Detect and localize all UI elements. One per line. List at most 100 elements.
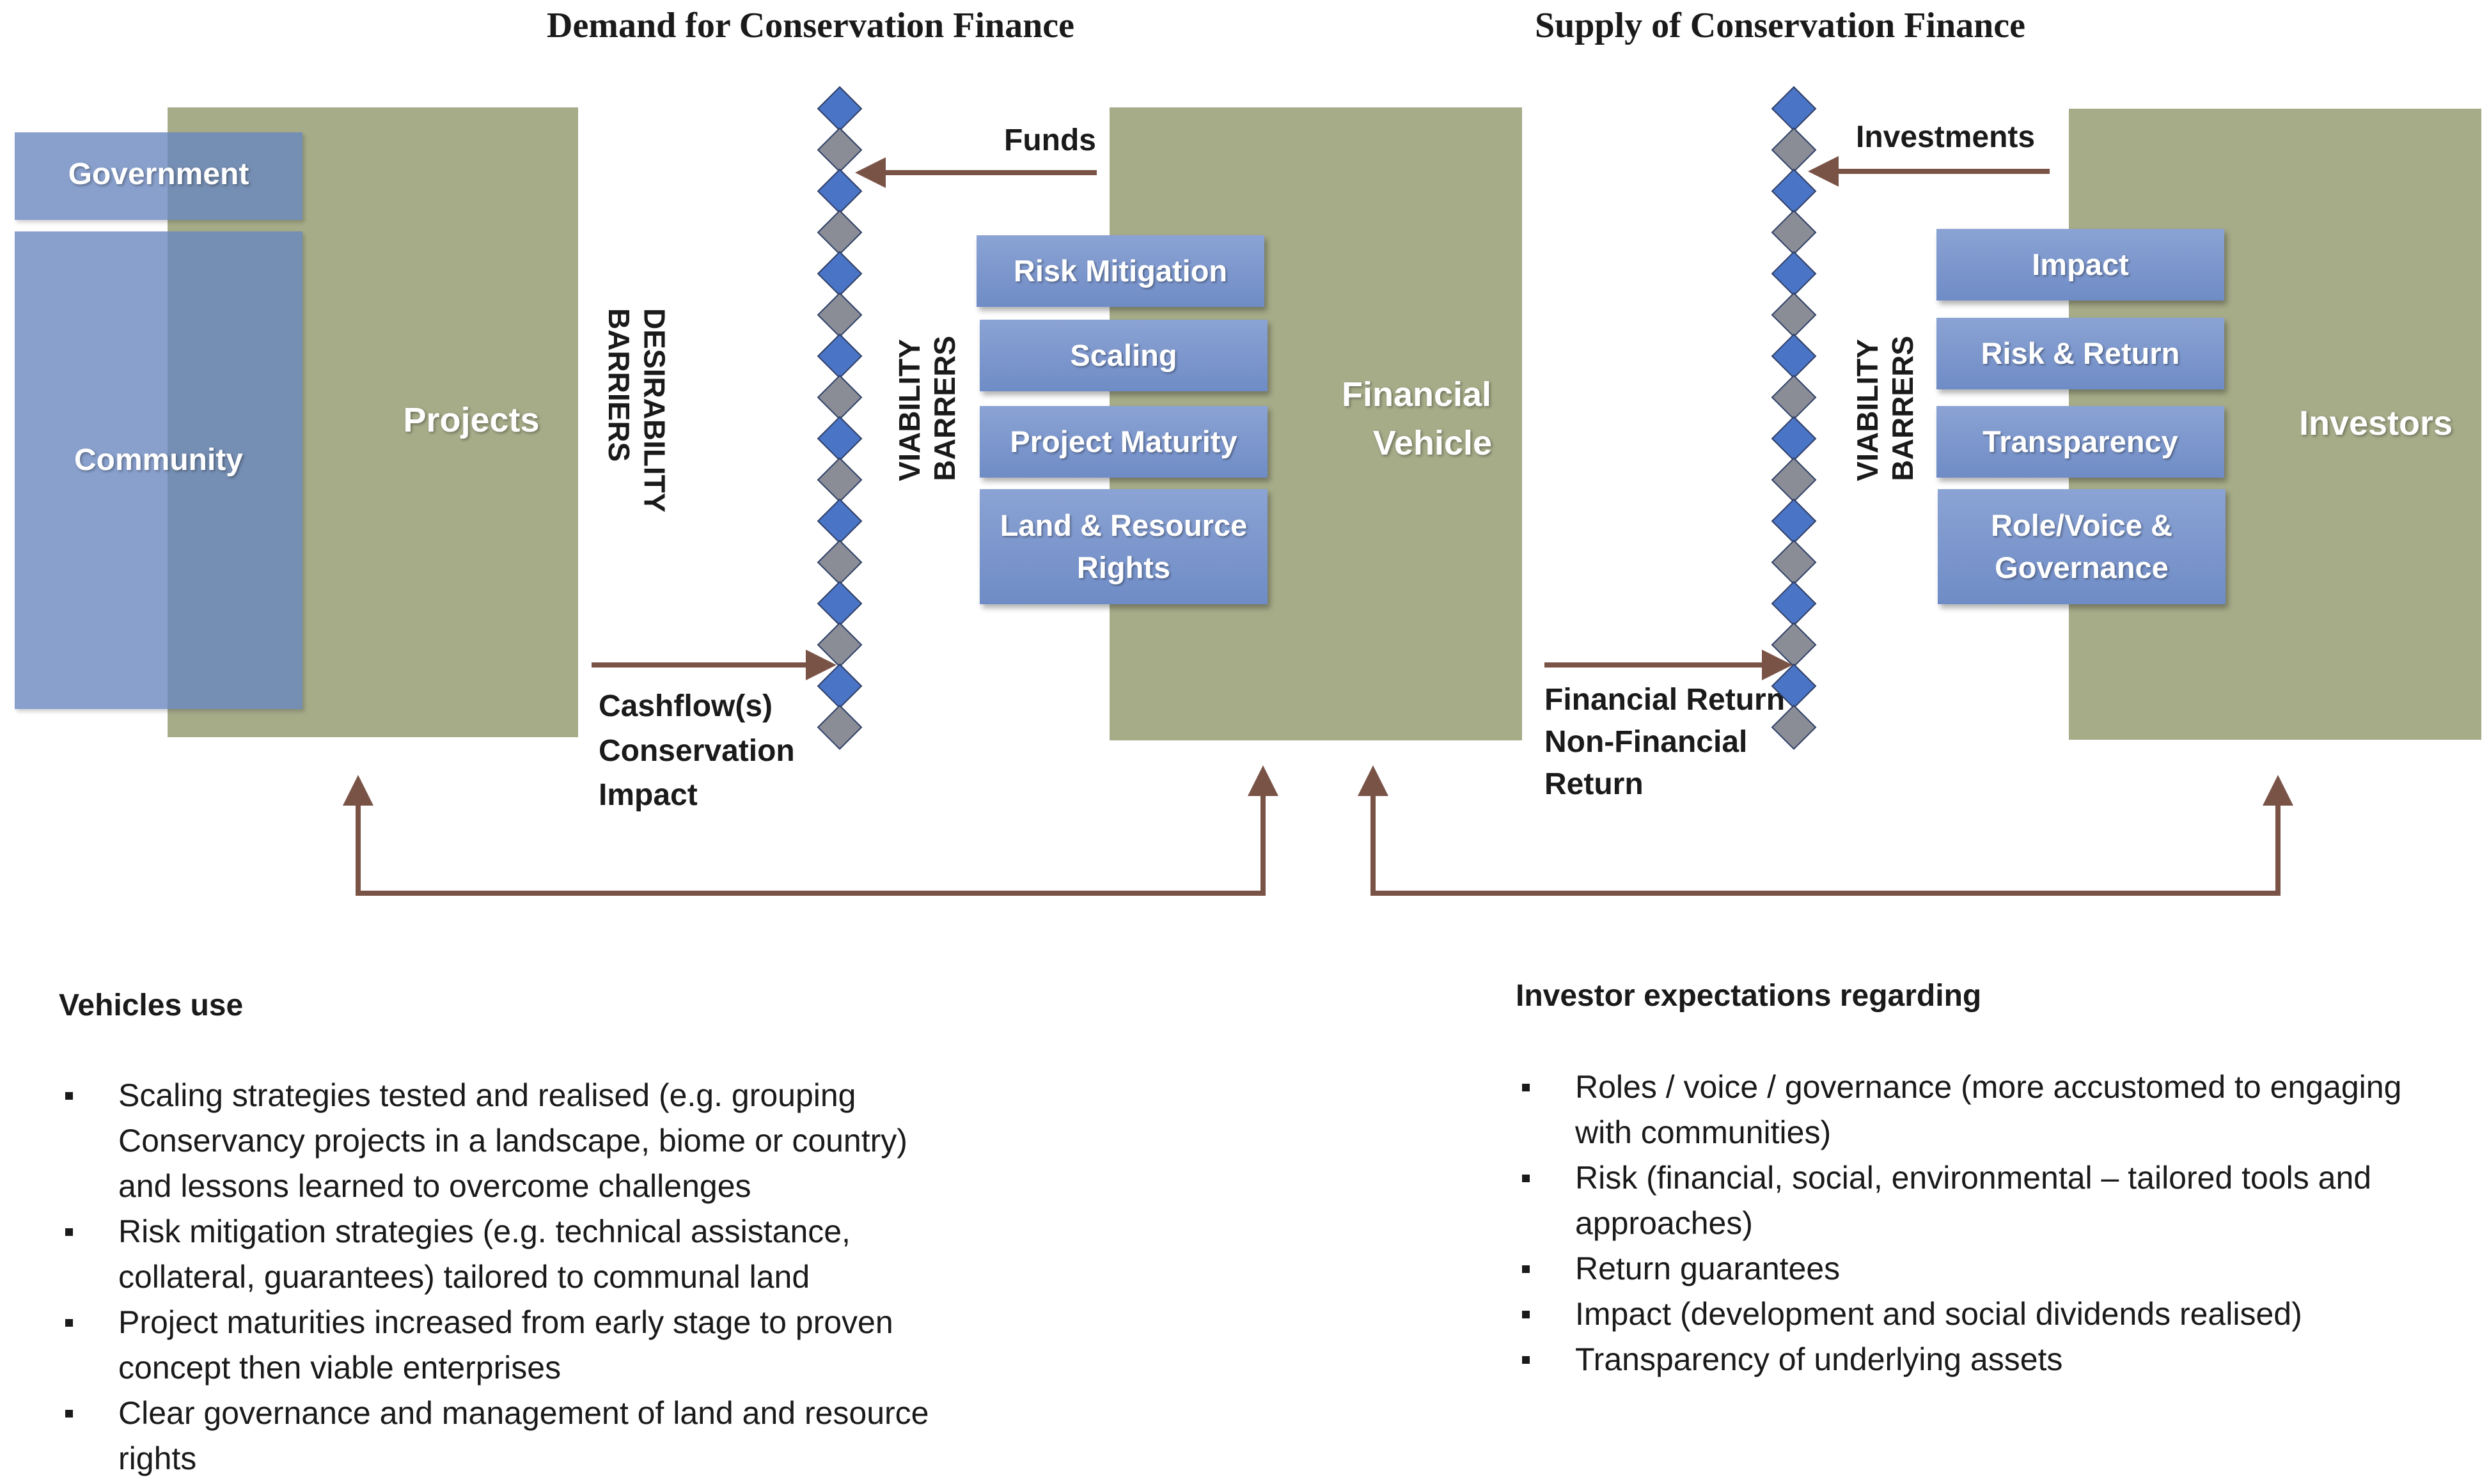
barrier-diamond — [817, 581, 863, 627]
impact-box: Impact — [1936, 229, 2224, 301]
barrier-diamond — [1771, 251, 1817, 297]
list-item-line: Risk mitigation strategies (e.g. technic… — [118, 1214, 851, 1249]
financial-vehicle-line1: Financial — [1341, 375, 1492, 414]
list-item-line: Impact (development and social dividends… — [1575, 1296, 2302, 1332]
list-item-line: concept then viable enterprises — [118, 1350, 561, 1386]
risk-mitigation-label: Risk Mitigation — [1013, 254, 1228, 288]
list-item-line: Clear governance and management of land … — [118, 1395, 929, 1431]
barrier-diamond — [1771, 581, 1817, 627]
barrier-diamond — [1771, 86, 1817, 132]
barrier-diamond — [817, 251, 863, 297]
list-item: Scaling strategies tested and realised (… — [59, 1073, 1082, 1209]
barrier-diamond — [1771, 292, 1817, 338]
cashflow-line1: Cashflow(s) — [599, 689, 773, 723]
cashflow-line3: Impact — [599, 778, 698, 813]
barrier-diamond — [817, 375, 863, 420]
barrier-diamond — [817, 86, 863, 132]
barrier-diamond — [1771, 210, 1817, 255]
list-item-line: Risk (financial, social, environmental –… — [1575, 1160, 2372, 1196]
barrier-diamond — [1771, 540, 1817, 585]
list-item-line: Roles / voice / governance (more accusto… — [1575, 1069, 2402, 1105]
barrier-diamond — [1771, 333, 1817, 379]
viability-right-line2: BARRERS — [1886, 336, 1920, 481]
barrier-diamond — [817, 457, 863, 503]
barrier-diamond — [1771, 375, 1817, 420]
supply-heading: Supply of Conservation Finance — [1535, 6, 2025, 45]
list-item-line: Conservancy projects in a landscape, bio… — [118, 1123, 907, 1159]
government-box: Government — [15, 132, 302, 220]
desirability-barriers-label: DESIRABILITY BARRIERS — [601, 308, 671, 512]
feedback-loop-right — [1370, 775, 2293, 896]
viability-right-line1: VIABILITY — [1851, 339, 1884, 481]
viability-barrier-chain-left — [817, 86, 863, 750]
barrier-diamond — [1771, 457, 1817, 503]
transparency-label: Transparency — [1983, 425, 2178, 459]
projects-label: Projects — [403, 401, 540, 439]
barrier-diamond — [1771, 416, 1817, 462]
project-maturity-box: Project Maturity — [980, 406, 1268, 478]
risk-return-box: Risk & Return — [1936, 318, 2224, 389]
list-item: Impact (development and social dividends… — [1516, 1292, 2475, 1337]
desirability-line1: DESIRABILITY — [638, 308, 671, 513]
list-item-line: Transparency of underlying assets — [1575, 1341, 2063, 1377]
land-resource-rights-box: Land & Resource Rights — [980, 489, 1268, 604]
land-resource-line2: Rights — [1076, 551, 1171, 584]
transparency-box: Transparency — [1936, 406, 2224, 478]
barrier-diamond — [817, 292, 863, 338]
barrier-diamond — [817, 663, 863, 709]
financial-vehicle-label: Financial Vehicle — [1321, 371, 1512, 467]
list-item-line: Scaling strategies tested and realised (… — [118, 1077, 856, 1113]
viability-left-line2: BARRERS — [928, 336, 962, 481]
list-item: Project maturities increased from early … — [59, 1300, 1082, 1391]
project-maturity-label: Project Maturity — [1010, 425, 1237, 459]
list-item-line: Return guarantees — [1575, 1251, 1841, 1286]
scaling-label: Scaling — [1070, 338, 1177, 373]
list-item-line: collateral, guarantees) tailored to comm… — [118, 1259, 810, 1295]
risk-return-label: Risk & Return — [1981, 336, 2180, 371]
barrier-diamond — [817, 498, 863, 544]
feedback-loop-left — [343, 775, 1266, 896]
financial-vehicle-line2: Vehicle — [1372, 423, 1493, 462]
barrier-diamond — [1771, 168, 1817, 214]
investors-label: Investors — [2298, 404, 2453, 442]
list-item: Return guarantees — [1516, 1246, 2475, 1292]
risk-mitigation-box: Risk Mitigation — [977, 235, 1264, 307]
list-item-line: and lessons learned to overcome challeng… — [118, 1168, 751, 1204]
land-resource-line1: Land & Resource — [1000, 508, 1248, 543]
role-voice-line2: Governance — [1995, 551, 2169, 584]
list-item-line: approaches) — [1575, 1205, 1753, 1241]
list-item: Roles / voice / governance (more accusto… — [1516, 1065, 2475, 1155]
list-item: Clear governance and management of land … — [59, 1391, 1082, 1481]
viability-barriers-label-right: VIABILITY BARRERS — [1850, 336, 1920, 481]
return-line1: Financial Return — [1544, 683, 1786, 717]
barrier-diamond — [1771, 498, 1817, 544]
return-line3: Return — [1544, 767, 1644, 801]
viability-barrier-chain-right — [1771, 86, 1817, 750]
list-item-line: with communities) — [1575, 1114, 1832, 1150]
scaling-box: Scaling — [980, 320, 1268, 391]
role-voice-line1: Role/Voice & — [1991, 508, 2172, 543]
list-item: Risk (financial, social, environmental –… — [1516, 1155, 2475, 1246]
investments-label: Investments — [1856, 120, 2036, 154]
funds-label: Funds — [1004, 123, 1096, 157]
barrier-diamond — [817, 210, 863, 255]
community-box: Community — [15, 231, 302, 709]
role-voice-governance-box: Role/Voice & Governance — [1938, 489, 2226, 604]
vehicles-use-title: Vehicles use — [59, 988, 244, 1022]
demand-heading: Demand for Conservation Finance — [547, 6, 1074, 45]
list-item-line: Project maturities increased from early … — [118, 1304, 893, 1340]
barrier-diamond — [817, 168, 863, 214]
cashflow-label: Cashflow(s) Conservation Impact — [599, 684, 795, 818]
barrier-diamond — [817, 333, 863, 379]
return-line2: Non-Financial — [1544, 724, 1748, 759]
barrier-diamond — [1771, 127, 1817, 173]
government-label: Government — [68, 157, 249, 191]
barrier-diamond — [817, 540, 863, 585]
investor-expectations-list: Roles / voice / governance (more accusto… — [1516, 1065, 2475, 1382]
list-item: Risk mitigation strategies (e.g. technic… — [59, 1209, 1082, 1300]
vehicles-use-list: Scaling strategies tested and realised (… — [59, 1073, 1082, 1481]
community-label: Community — [74, 443, 243, 477]
barrier-diamond — [817, 705, 863, 750]
list-item-line: rights — [118, 1441, 197, 1476]
